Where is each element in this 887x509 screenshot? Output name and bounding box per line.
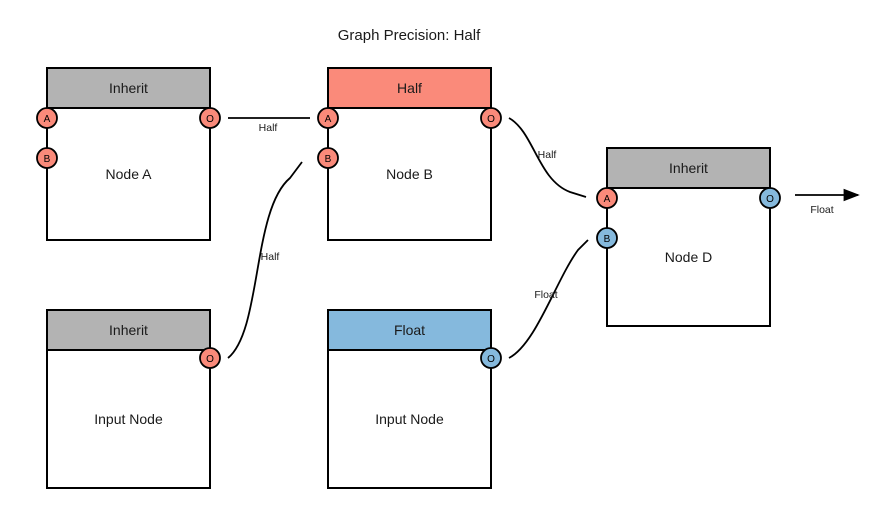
node-title-input-node-middle: Input Node [375,411,444,427]
port-label: A [325,114,332,125]
edge-label-edge-b-to-d: Half [538,149,557,161]
port-inputs-b-node-a[interactable]: B [36,147,58,169]
node-title-node-a: Node A [106,166,153,182]
port-circle-icon[interactable] [36,147,58,169]
port-label: B [604,234,611,245]
port-outputs-o-node-b[interactable]: O [480,107,502,129]
port-label: O [206,114,214,125]
port-circle-icon[interactable] [596,187,618,209]
port-inputs-a-node-d[interactable]: A [596,187,618,209]
edge-edge-a-to-b[interactable]: Half [228,117,310,134]
edge-path-edge-inputmiddle-to-d[interactable] [508,239,589,359]
port-outputs-o-input-node-left[interactable]: O [199,347,221,369]
port-inputs-a-node-a[interactable]: A [36,107,58,129]
port-label: A [604,194,611,205]
port-label: A [44,114,51,125]
port-circle-icon[interactable] [36,107,58,129]
edge-label-edge-a-to-b: Half [259,122,278,134]
node-header-label-node-b: Half [397,80,422,96]
node-title-node-d: Node D [665,249,712,265]
port-label: O [487,114,495,125]
port-circle-icon[interactable] [480,347,502,369]
node-header-node-d[interactable] [606,147,771,189]
node-title-input-node-left: Input Node [94,411,163,427]
edge-label-edge-inputmiddle-to-d: Float [534,289,557,301]
port-circle-icon[interactable] [480,107,502,129]
port-circle-icon[interactable] [199,347,221,369]
port-circle-icon[interactable] [596,227,618,249]
port-outputs-o-node-d[interactable]: O [759,187,781,209]
node-header-label-node-a: Inherit [109,80,148,96]
port-inputs-b-node-d[interactable]: B [596,227,618,249]
node-header-node-b[interactable] [327,67,492,109]
port-label: O [487,354,495,365]
port-circle-icon[interactable] [759,187,781,209]
edge-path-edge-b-to-d[interactable] [508,117,587,198]
page-title: Graph Precision: Half [338,27,481,44]
port-circle-icon[interactable] [317,107,339,129]
edge-edge-b-to-d[interactable]: Half [508,117,587,198]
node-header-input-node-middle[interactable] [327,309,492,351]
edge-label-edge-d-output: Float [810,204,833,216]
port-label: O [206,354,214,365]
port-label: B [325,154,332,165]
node-header-node-a[interactable] [46,67,211,109]
edge-edge-d-output[interactable]: Float [795,188,860,216]
node-header-label-node-d: Inherit [669,160,708,176]
edge-edge-inputmiddle-to-d[interactable]: Float [508,239,589,359]
port-outputs-o-node-a[interactable]: O [199,107,221,129]
edge-path-edge-inputleft-to-b[interactable] [227,161,303,359]
node-title-node-b: Node B [386,166,433,182]
edge-edge-inputleft-to-b[interactable]: Half [227,161,303,359]
port-outputs-o-input-node-middle[interactable]: O [480,347,502,369]
node-header-input-node-left[interactable] [46,309,211,351]
port-label: B [44,154,51,165]
port-inputs-b-node-b[interactable]: B [317,147,339,169]
port-inputs-a-node-b[interactable]: A [317,107,339,129]
node-header-label-input-node-left: Inherit [109,322,148,338]
port-circle-icon[interactable] [199,107,221,129]
port-label: O [766,194,774,205]
node-header-label-input-node-middle: Float [394,322,425,338]
edge-label-edge-inputleft-to-b: Half [261,251,280,263]
port-circle-icon[interactable] [317,147,339,169]
